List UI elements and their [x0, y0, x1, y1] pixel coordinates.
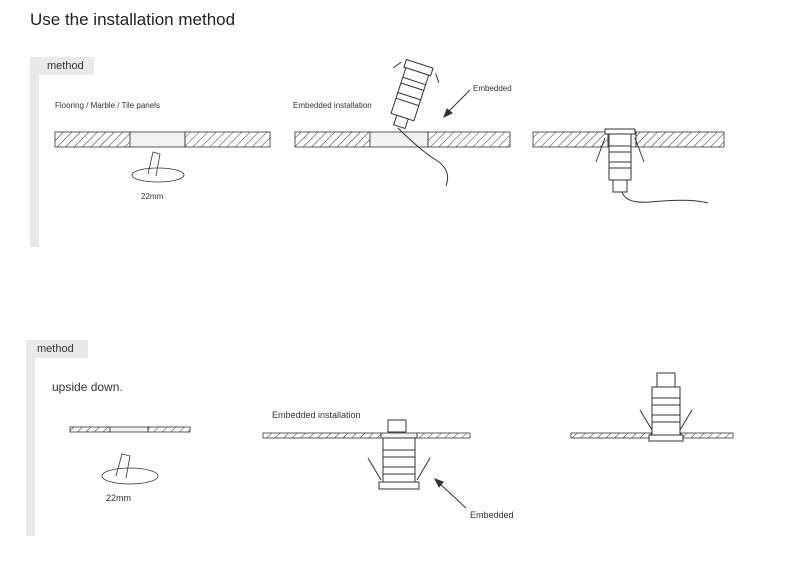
s1-cable-c [621, 191, 709, 204]
s1-floor-panel-b [294, 131, 511, 148]
s1-floor-panel-a [54, 131, 271, 148]
s1-light-installed [595, 128, 645, 193]
s2-panel-b [262, 432, 471, 439]
s1-arrow-embedded [443, 89, 471, 119]
s2-light-installed [639, 372, 693, 442]
section1-label-embedded-install: Embedded installation [293, 101, 372, 110]
section2-left-bar [26, 340, 35, 536]
section2-tab: method [27, 340, 88, 358]
section2-label-embedded-install: Embedded installation [272, 410, 361, 420]
section1-label-panels: Flooring / Marble / Tile panels [55, 101, 160, 110]
section1-tab: method [37, 57, 94, 75]
s2-panel-a [69, 426, 191, 433]
section2-label-size: 22mm [106, 493, 132, 503]
section1-left-bar [30, 57, 39, 247]
s1-hole-symbol [131, 151, 185, 183]
s1-cable-b [397, 127, 449, 187]
s2-light-inserting [367, 419, 431, 490]
s2-arrow-embedded [433, 478, 467, 509]
section1-label-size: 22mm [141, 192, 164, 201]
section2-label-embedded: Embedded [470, 510, 514, 520]
section2-label-upside: upside down. [52, 380, 123, 394]
s1-light-tilted [390, 58, 440, 130]
page-title: Use the installation method [30, 10, 236, 29]
s2-hole-symbol [101, 453, 159, 485]
section1-label-embedded: Embedded [473, 84, 512, 93]
